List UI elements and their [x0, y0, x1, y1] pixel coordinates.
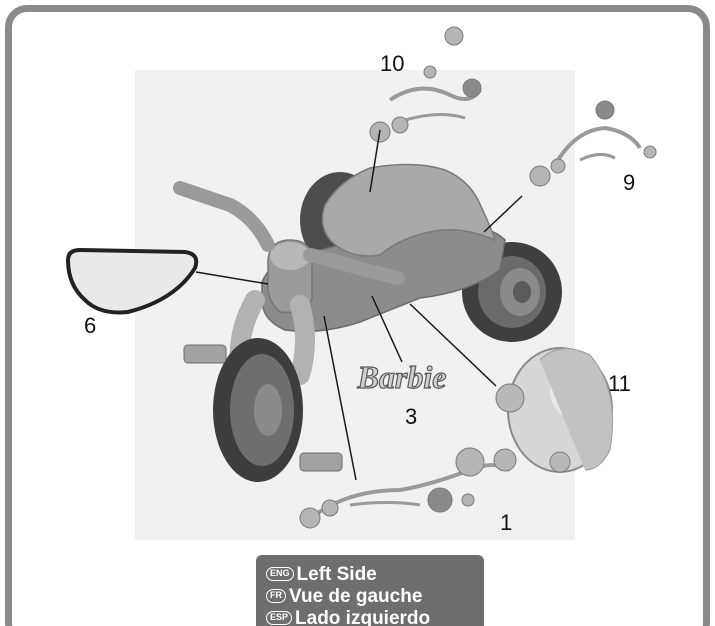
lang-badge-eng: ENG — [266, 567, 294, 581]
callout-6: 6 — [84, 315, 96, 337]
legend-row-eng: ENG Left Side — [266, 563, 484, 585]
decal-10 — [370, 27, 481, 142]
callout-11: 11 — [608, 373, 631, 395]
callout-10: 10 — [380, 53, 404, 75]
lang-badge-fr: FR — [266, 589, 286, 603]
decal-6 — [68, 250, 196, 313]
callout-3: 3 — [405, 406, 417, 428]
view-legend: ENG Left Side FR Vue de gauche ESP Lado … — [256, 555, 484, 626]
legend-row-esp: ESP Lado izquierdo — [266, 607, 484, 626]
trike-body — [180, 164, 505, 375]
legend-text-esp: Lado izquierdo — [295, 609, 430, 626]
brand-logo-text: Barbie — [357, 359, 447, 395]
legend-row-fr: FR Vue de gauche — [266, 585, 484, 607]
decal-9 — [530, 101, 656, 186]
decal-3: Barbie — [357, 359, 447, 395]
callout-9: 9 — [623, 172, 635, 194]
legend-text-eng: Left Side — [297, 565, 377, 584]
front-wheel — [213, 338, 303, 482]
callout-1: 1 — [500, 512, 512, 534]
lang-badge-esp: ESP — [266, 611, 292, 625]
legend-text-fr: Vue de gauche — [289, 587, 422, 606]
